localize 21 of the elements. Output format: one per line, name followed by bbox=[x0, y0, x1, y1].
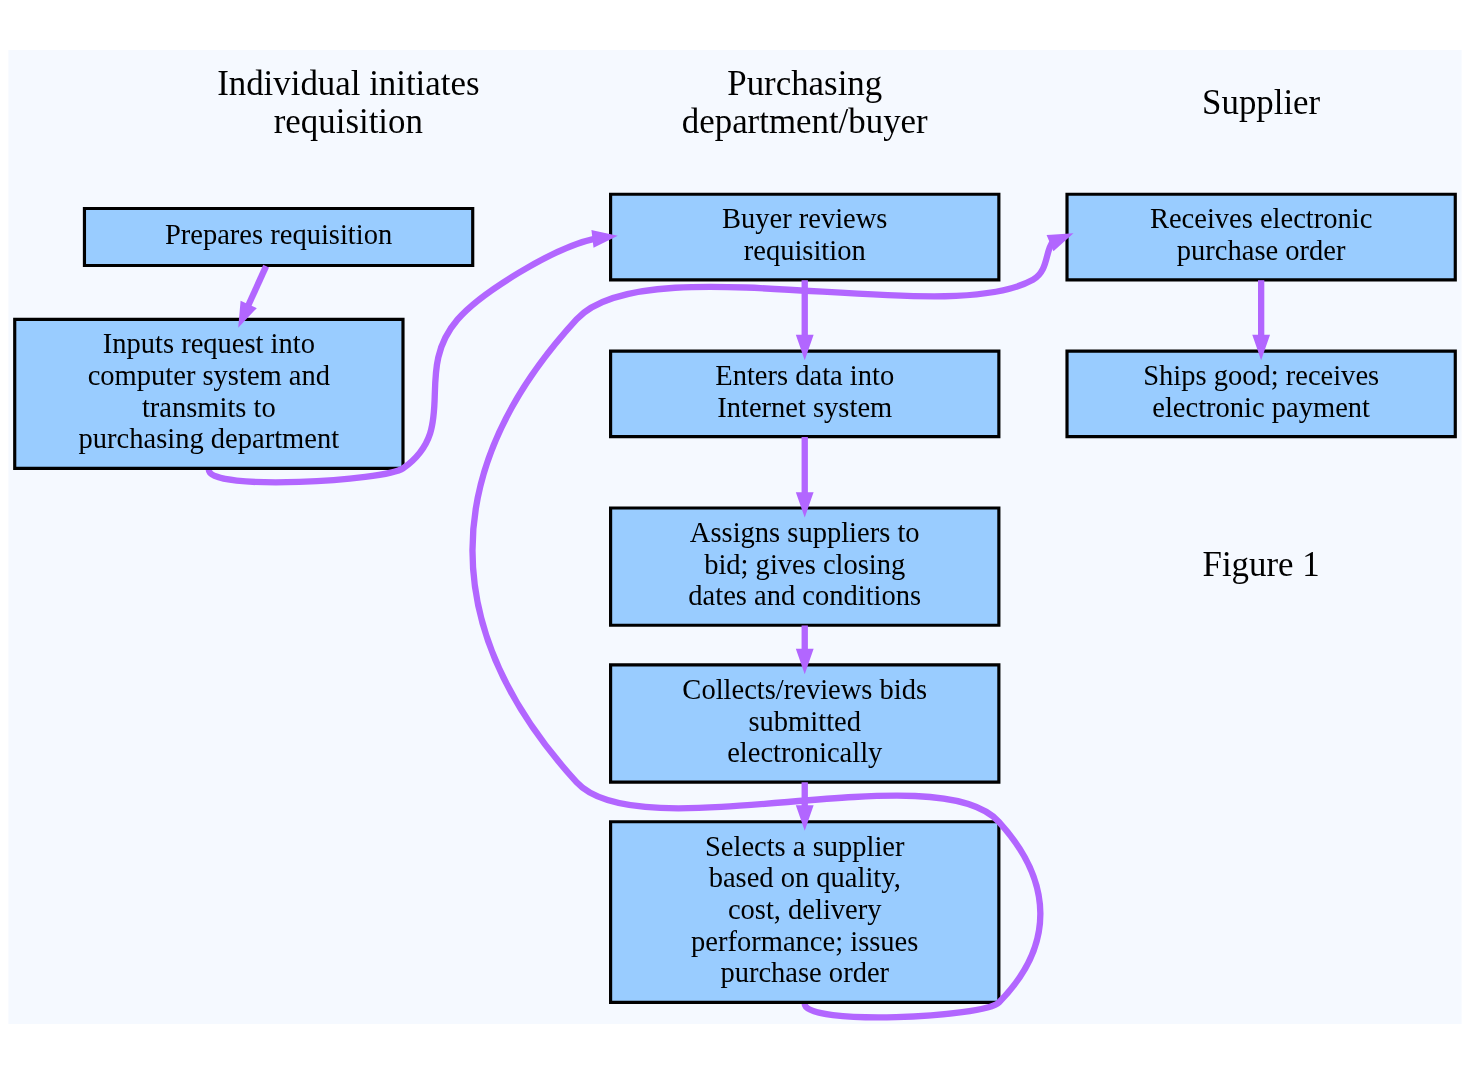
node-box: Buyer reviews requisition bbox=[609, 192, 1001, 282]
node-box: Assigns suppliers to bid; gives closing dates and conditions bbox=[609, 506, 1001, 627]
label: Purchasing department/buyer bbox=[681, 64, 928, 142]
label: Figure 1 bbox=[1202, 544, 1320, 584]
node-box: Enters data into Internet system bbox=[609, 349, 1001, 439]
arrow bbox=[795, 436, 814, 518]
arrow bbox=[1252, 280, 1271, 361]
node-box: Collects/reviews bids submitted electronically bbox=[609, 663, 1001, 784]
label: Individual initiates requisition bbox=[217, 64, 480, 142]
node-box: Ships good; receives electronic payment bbox=[1065, 349, 1457, 439]
arrow bbox=[795, 782, 814, 831]
arrow bbox=[206, 230, 618, 486]
arrow bbox=[795, 625, 814, 675]
node-box: Receives electronic purchase order bbox=[1065, 192, 1457, 282]
arrow bbox=[238, 264, 269, 328]
arrow bbox=[469, 233, 1074, 1021]
node-box: Selects a supplier based on quality, cost, delivery performance; issues purchase order bbox=[609, 820, 1001, 1005]
label: Supplier bbox=[1202, 83, 1321, 123]
node-box: Prepares requisition bbox=[82, 206, 475, 268]
node-box: Inputs request into computer system and transmits to purchasing department bbox=[13, 317, 405, 470]
arrow bbox=[795, 280, 814, 361]
